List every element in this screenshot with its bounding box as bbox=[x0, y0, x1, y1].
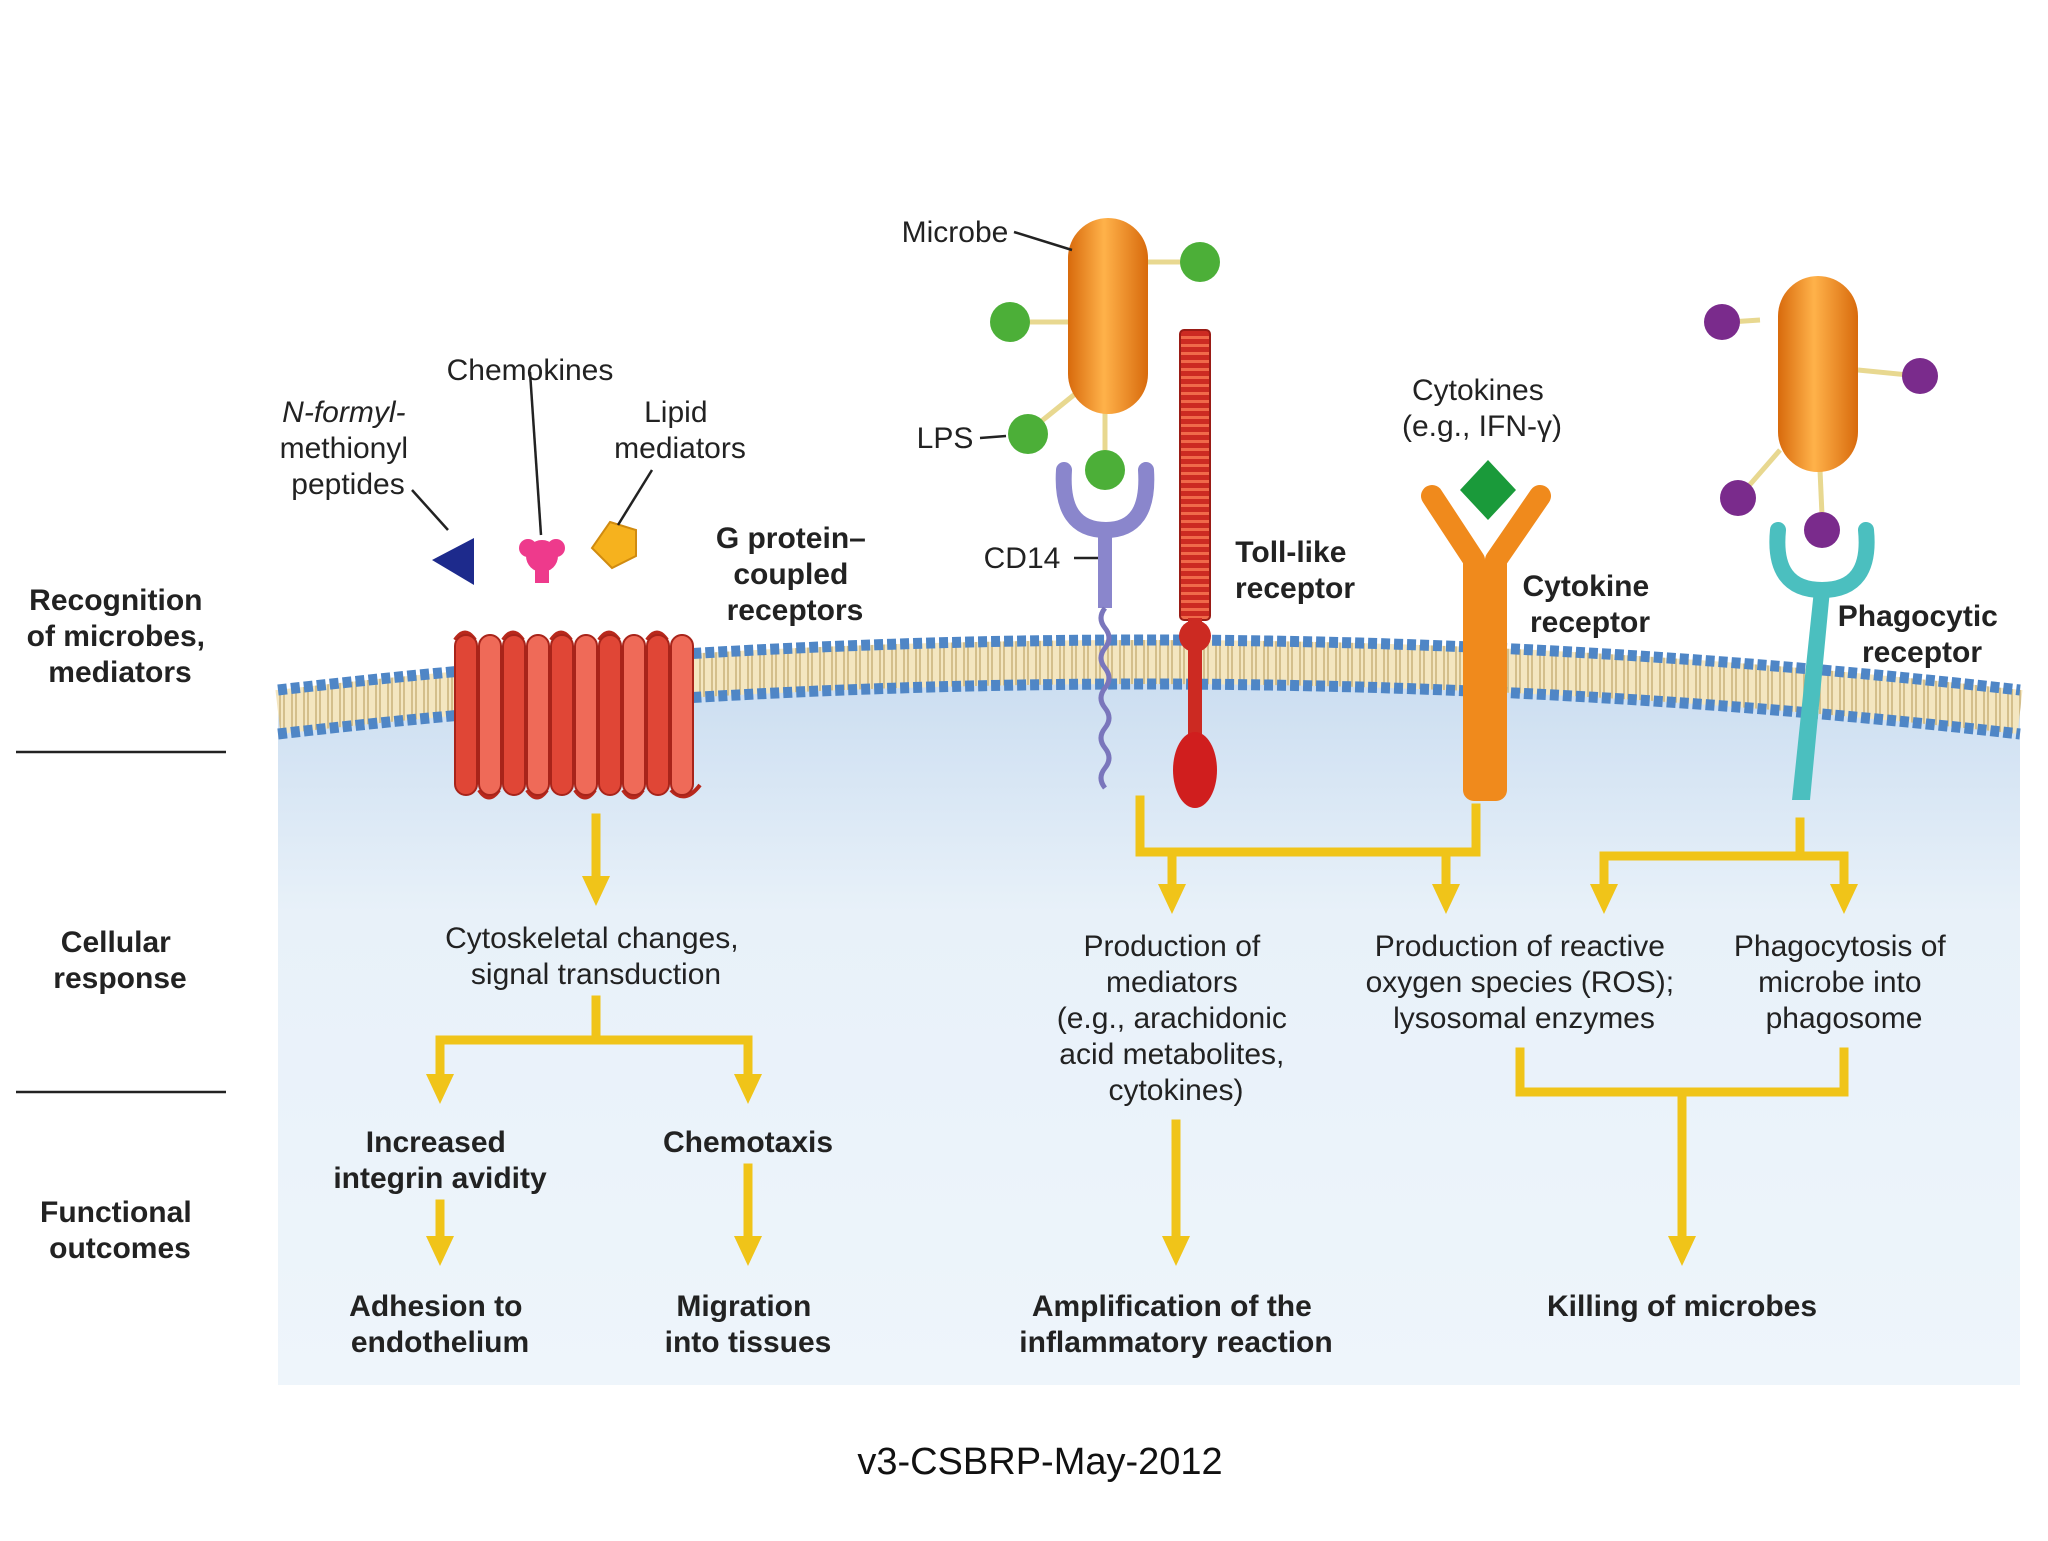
outcome-integrin: Increased integrin avidity bbox=[333, 1126, 547, 1195]
leader-line bbox=[1013, 230, 1073, 252]
response-phagocytosis: Phagocytosis of microbe into phagosome bbox=[1734, 930, 1954, 1035]
cytokine-receptor bbox=[1421, 485, 1551, 801]
nformyl-peptide-ligand-icon bbox=[432, 538, 474, 585]
lipid-mediator-ligand-icon bbox=[590, 520, 637, 570]
microbe-label: Microbe bbox=[902, 216, 1009, 249]
gpcr-receptor bbox=[453, 630, 702, 800]
cytoplasm bbox=[278, 660, 2020, 1385]
pathway-arrows bbox=[426, 795, 1858, 1266]
nformyl-peptides-label: N-formyl- methionyl peptides bbox=[280, 396, 417, 501]
response-ros: Production of reactive oxygen species (R… bbox=[1366, 930, 1683, 1035]
leader-line bbox=[979, 434, 1007, 440]
leader-line bbox=[616, 469, 654, 526]
tlr-receptor bbox=[1173, 329, 1217, 808]
leader-line bbox=[528, 371, 543, 536]
cytokines-label: Cytokines (e.g., IFN-γ) bbox=[1402, 374, 1562, 443]
tlr-label: Toll-like receptor bbox=[1235, 536, 1355, 605]
microbe-lps-icon bbox=[990, 218, 1220, 490]
outcome-chemotaxis: Chemotaxis bbox=[663, 1126, 833, 1159]
side-label-functional: Functional outcomes bbox=[40, 1196, 200, 1265]
footer-caption: v3-CSBRP-May-2012 bbox=[857, 1441, 1222, 1483]
leader-line bbox=[411, 489, 449, 531]
microbe-phagocytic-icon bbox=[1704, 276, 1938, 548]
gpcr-label: G protein– coupled receptors bbox=[716, 522, 874, 627]
response-mediators: Production of mediators (e.g., arachidon… bbox=[1057, 930, 1295, 1107]
phagocytic-receptor-label: Phagocytic receptor bbox=[1838, 600, 2006, 669]
chemokines-label: Chemokines bbox=[447, 354, 614, 387]
cytokine-receptor-label: Cytokine receptor bbox=[1522, 570, 1657, 639]
lipid-mediators-label: Lipid mediators bbox=[614, 396, 746, 465]
response-cytoskeletal: Cytoskeletal changes, signal transductio… bbox=[445, 922, 747, 991]
cd14-label: CD14 bbox=[984, 542, 1061, 575]
phagocytic-receptor bbox=[1769, 522, 1875, 800]
outcome-adhesion: Adhesion to endothelium bbox=[349, 1290, 531, 1359]
side-label-recognition: Recognition of microbes, mediators bbox=[27, 584, 214, 689]
lps-label: LPS bbox=[917, 422, 974, 455]
outcome-killing: Killing of microbes bbox=[1547, 1290, 1817, 1323]
cd14-receptor bbox=[1055, 462, 1155, 790]
chemokine-ligand-icon bbox=[519, 539, 565, 583]
outcome-amplification: Amplification of the inflammatory reacti… bbox=[1019, 1290, 1332, 1359]
outcome-migration: Migration into tissues bbox=[665, 1290, 832, 1359]
cytokine-ligand-icon bbox=[1460, 460, 1516, 520]
side-label-cellular: Cellular response bbox=[53, 926, 186, 995]
